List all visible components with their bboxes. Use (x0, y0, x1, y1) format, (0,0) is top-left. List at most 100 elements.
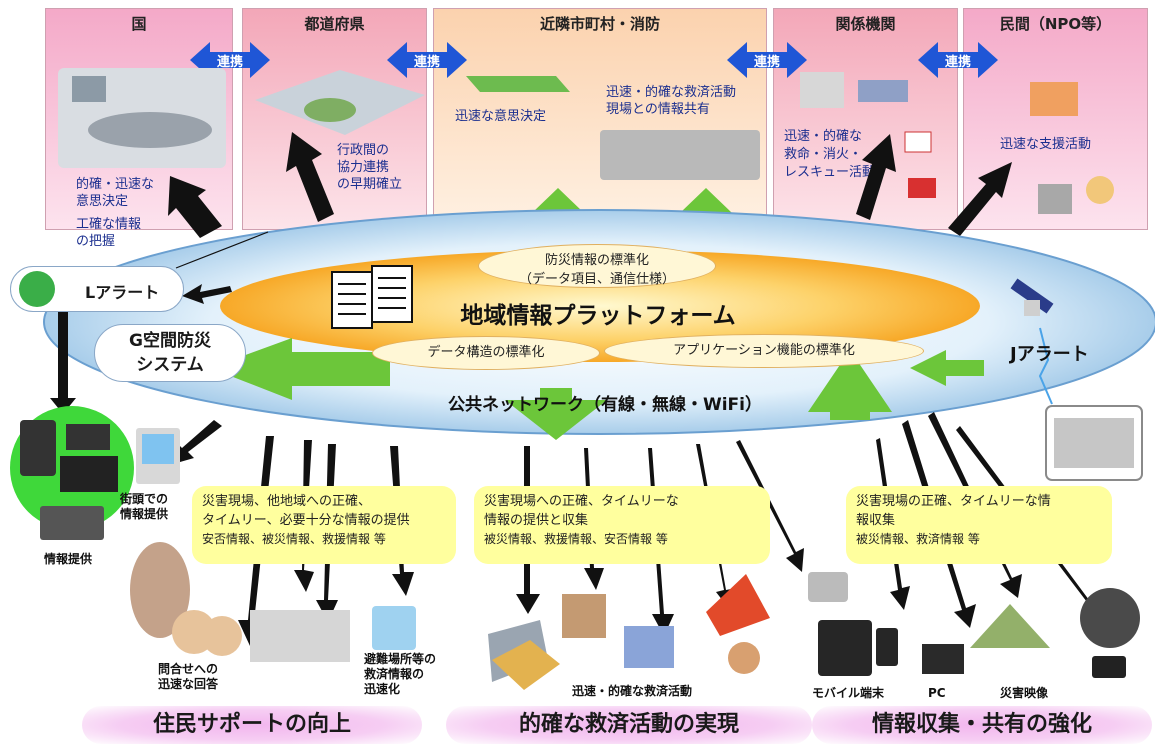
note-neighbor-1: 迅速な意思決定 (455, 109, 547, 124)
bottom-label-resident: 住民サポートの向上 (82, 706, 422, 744)
lalert-logo (19, 271, 55, 307)
note-kuni-1: 的確・迅速な (76, 177, 155, 192)
callout-resident-line2: タイムリー、必要十分な情報の提供 (202, 513, 410, 528)
panel-title: 近隣市町村・消防 (539, 15, 660, 33)
street-screen (136, 428, 180, 484)
arrows-to-panels (168, 132, 1012, 238)
callout-collect: 災害現場の正確、タイムリーな情 報収集 被災情報、救済情報 等 (846, 486, 1112, 564)
network-label: 公共ネットワーク（有線・無線・WiFi） (447, 395, 763, 415)
note-agency-1: 迅速・的確な (784, 129, 863, 144)
link-arrows (190, 42, 998, 78)
operators-illustration (600, 130, 760, 180)
platform-title: 地域情報プラットフォーム (460, 303, 736, 329)
hospital-illustration (800, 72, 936, 198)
callout-collect-line2: 報収集 (856, 513, 896, 528)
lalert-cloud: Lアラート (10, 266, 184, 312)
caption-shelter-3: 迅速化 (364, 682, 401, 696)
note-kuni-2: 意思決定 (76, 194, 129, 209)
callout-rescue-sub: 被災情報、救援情報、安否情報 等 (484, 532, 668, 546)
bottom-label-collect: 情報収集・共有の強化 (812, 706, 1152, 744)
arrow-to-lalert (182, 284, 232, 304)
std-top-line2: （データ項目、通信仕様） (518, 272, 675, 287)
link-arrow-4 (918, 42, 998, 78)
note-agency-3: レスキュー活動 (784, 165, 876, 180)
caption-street-2: 情報提供 (120, 507, 169, 521)
thin-line-kuni (175, 231, 269, 269)
arrow-up-mobile (876, 438, 910, 610)
caption-street-1: 街頭での (120, 492, 169, 506)
jalert-label: Jアラート (1010, 344, 1089, 365)
bottom-illustrations (172, 572, 1140, 690)
link-label-1: 連携 (216, 55, 243, 70)
note-kuni-4: の把握 (76, 234, 116, 249)
caption-inquiry-2: 迅速な回答 (158, 677, 219, 691)
panel-neighbor: 近隣市町村・消防 (433, 8, 767, 230)
callout-resident: 災害現場、他地域への正確、 タイムリー、必要十分な情報の提供 安否情報、被災情報… (192, 486, 456, 564)
caption-inquiry-1: 問合せへの (158, 662, 219, 676)
callout-collect-sub: 被災情報、救済情報 等 (856, 532, 980, 546)
std-top-line1: 防災情報の標準化 (544, 253, 649, 268)
link-label-2: 連携 (413, 55, 440, 70)
caption-shelter-2: 救済情報の (364, 667, 425, 681)
panel-title: 都道府県 (304, 15, 365, 33)
prefecture-building-illustration (255, 70, 425, 135)
green-arrow-right (910, 350, 984, 386)
npo-worker-illustration (1030, 82, 1114, 214)
arrow-rescue-4 (696, 444, 736, 610)
device-group (10, 406, 134, 540)
document-icon (331, 265, 413, 329)
caption-video: 災害映像 (1000, 686, 1049, 700)
arrow-to-private (948, 162, 1012, 236)
panel-title: 民間（NPO等） (999, 15, 1112, 33)
note-pref-2: 協力連携 (337, 160, 390, 175)
arrow-to-pref (286, 132, 334, 222)
callout-resident-sub: 安否情報、被災情報、救援情報 等 (202, 532, 386, 546)
caption-rescue: 迅速・的確な救済活動 (572, 684, 693, 698)
caption-shelter-1: 避難場所等の (364, 652, 437, 666)
green-arrow-down-2 (808, 350, 892, 420)
callout-rescue-line1: 災害現場への正確、タイムリーな (484, 494, 679, 509)
g-system-line2: システム (136, 355, 204, 375)
panel-prefecture: 都道府県 (242, 8, 427, 230)
decision-table-illustration (466, 76, 570, 92)
link-label-4: 連携 (944, 55, 971, 70)
link-label-3: 連携 (753, 55, 780, 70)
bottom-label-rescue: 的確な救済活動の実現 (446, 706, 812, 744)
g-system-cloud: G空間防災 システム (94, 324, 246, 382)
panel-illustrations (58, 68, 1114, 214)
arrow-down-to-devices (50, 300, 76, 414)
std-left-bubble: データ構造の標準化 (372, 336, 600, 370)
arrow-router (736, 440, 804, 572)
arrow-rescue-2 (584, 448, 604, 590)
note-neighbor-3: 現場との情報共有 (606, 102, 710, 117)
green-inner-arrows (210, 338, 984, 440)
arrow-to-kuni (168, 176, 222, 238)
link-arrow-3 (727, 42, 807, 78)
note-pref-1: 行政間の (337, 143, 390, 158)
std-right-bubble: アプリケーション機能の標準化 (604, 334, 924, 368)
arrow-to-agency (856, 134, 896, 220)
lalert-label: Lアラート (85, 283, 160, 302)
alert-arrows (50, 231, 269, 414)
caption-info-provide: 情報提供 (44, 552, 93, 566)
callout-rescue: 災害現場への正確、タイムリーな 情報の提供と収集 被災情報、救援情報、安否情報 … (474, 486, 770, 564)
green-arrow-down-1 (505, 388, 607, 440)
callout-rescue-line2: 情報の提供と収集 (484, 513, 589, 528)
green-arrow-left (210, 338, 390, 400)
arrow-shelter (390, 446, 414, 596)
panel-title: 国 (131, 15, 147, 33)
std-top-bubble: 防災情報の標準化 （データ項目、通信仕様） (478, 244, 716, 288)
note-agency-2: 救命・消火・ (784, 147, 863, 162)
note-neighbor-2: 迅速・的確な救済活動 (606, 85, 737, 100)
panel-title: 関係機関 (835, 15, 896, 33)
g-system-line1: G空間防災 (129, 331, 211, 351)
callout-collect-line1: 災害現場の正確、タイムリーな情 (856, 494, 1051, 509)
people-group (130, 542, 190, 638)
caption-pc: PC (928, 686, 946, 700)
link-arrow-2 (387, 42, 467, 78)
note-pref-3: の早期確立 (337, 177, 403, 192)
satellite-illustration (1010, 278, 1054, 316)
callout-resident-line1: 災害現場、他地域への正確、 (202, 494, 372, 509)
meeting-room-illustration (58, 68, 226, 168)
